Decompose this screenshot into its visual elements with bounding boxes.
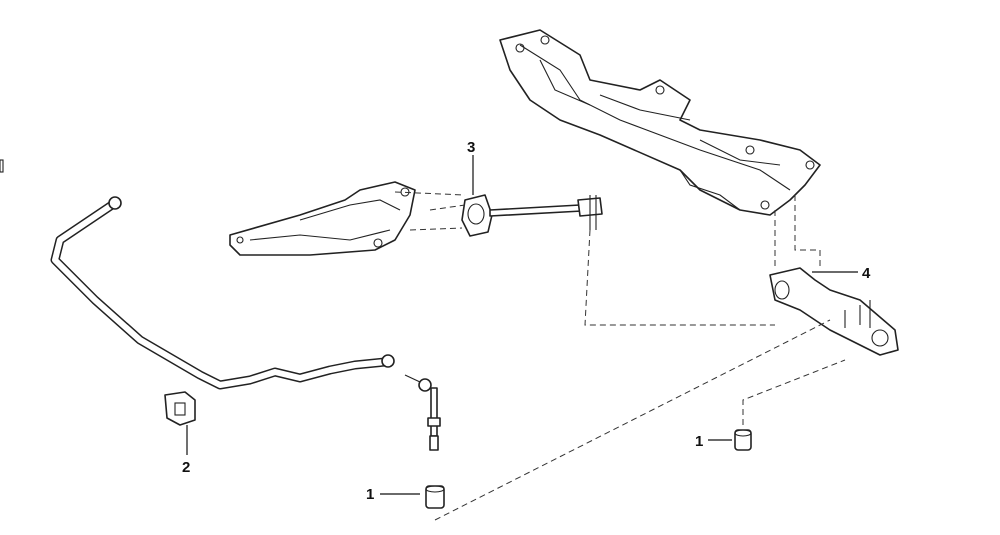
svg-text:1: 1 <box>366 486 374 503</box>
callout-2: 2 <box>182 425 190 476</box>
stabilizer-bar <box>50 196 395 390</box>
bushing-left <box>425 485 445 509</box>
stabilizer-bushing <box>164 391 196 426</box>
lower-control-arm <box>769 267 899 356</box>
callout-4: 4 <box>812 265 871 282</box>
svg-text:2: 2 <box>182 459 190 476</box>
edge-fragment <box>0 159 4 173</box>
bushing-right <box>734 429 752 451</box>
svg-text:4: 4 <box>862 265 871 282</box>
svg-text:1: 1 <box>695 433 703 450</box>
stabilizer-link <box>404 374 441 451</box>
assembly-lines <box>394 191 846 521</box>
callout-3: 3 <box>467 139 475 195</box>
svg-text:3: 3 <box>467 139 475 156</box>
callout-1-right: 1 <box>695 433 732 450</box>
tension-rod <box>461 194 603 237</box>
front-crossmember <box>499 29 821 216</box>
tension-rod-bracket <box>229 181 416 256</box>
callout-1-left: 1 <box>366 486 420 503</box>
